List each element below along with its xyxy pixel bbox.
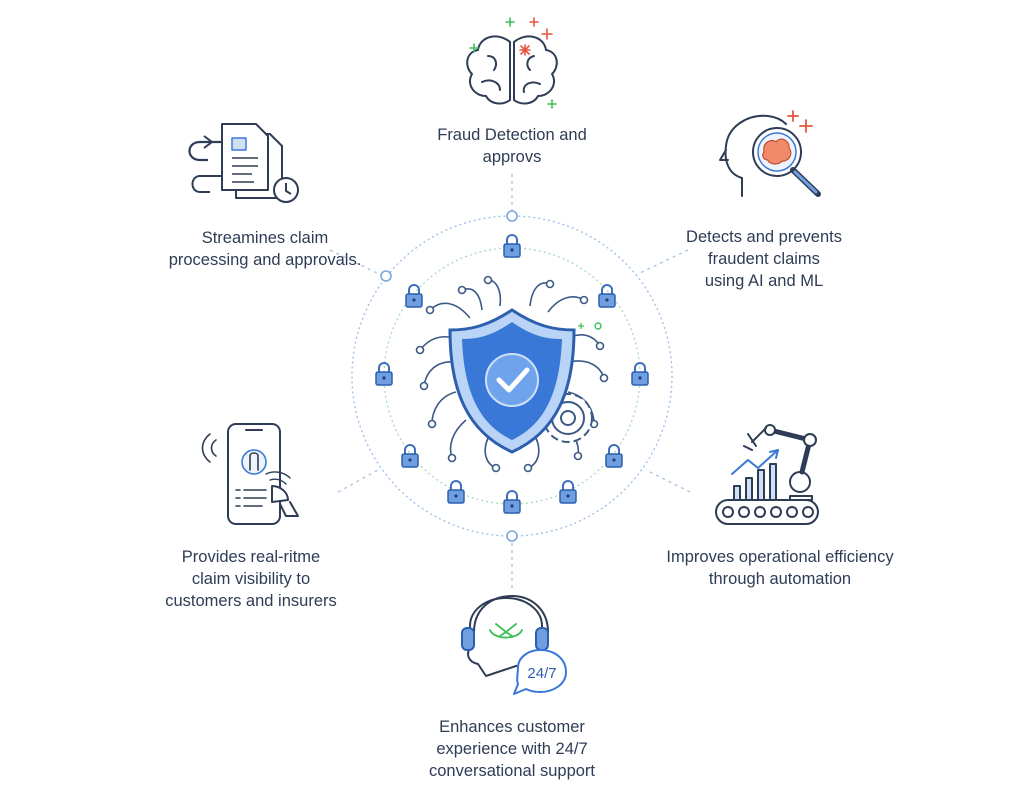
shield-check-icon: [448, 308, 576, 454]
sparkle-icons: [469, 17, 557, 109]
ring-node-left: [380, 270, 392, 282]
ring-node-bottom: [506, 530, 518, 542]
support-badge-text: 24/7: [527, 665, 556, 682]
feature-label-visibility: Provides real-ritme claim visibility to …: [165, 548, 337, 610]
lock-icon: [503, 234, 521, 258]
lock-icon: [631, 362, 649, 386]
lock-icon: [375, 362, 393, 386]
ring-nodes: [380, 210, 518, 542]
ring-node-top: [506, 210, 518, 222]
connector-left-upper: [329, 249, 386, 278]
feature-label-fraud-detection: Fraud Detection and approvs: [437, 126, 587, 166]
lock-icon: [503, 490, 521, 514]
headset-chat-icon: [461, 595, 567, 695]
brain-magnifier-icon: [719, 110, 821, 197]
feature-label-efficiency: Improves operational efficiency through …: [666, 548, 894, 588]
lock-icon: [401, 444, 419, 468]
lock-icon: [405, 284, 423, 308]
mobile-tracking-icon: [201, 423, 299, 525]
connector-left-lower: [337, 469, 379, 493]
lock-icon: [559, 480, 577, 504]
robot-arm-conveyor-icon: [715, 424, 819, 525]
lock-icon: [605, 444, 623, 468]
circuit-accent-dots: [578, 322, 602, 330]
lock-icon: [598, 284, 616, 308]
lock-icons: [375, 234, 649, 514]
lock-icon: [447, 480, 465, 504]
feature-label-streamline: Streamines claim processing and approval…: [168, 229, 362, 269]
brain-icon: [466, 35, 558, 105]
connector-lines: [329, 174, 691, 588]
connector-right-lower: [645, 469, 691, 493]
connector-right-upper: [637, 249, 689, 275]
feature-label-support: Enhances customer experience with 24/7 c…: [428, 718, 595, 780]
feature-label-detect-prevent: Detects and prevents fraudent claims usi…: [686, 228, 842, 290]
document-workflow-icon: [188, 123, 299, 203]
